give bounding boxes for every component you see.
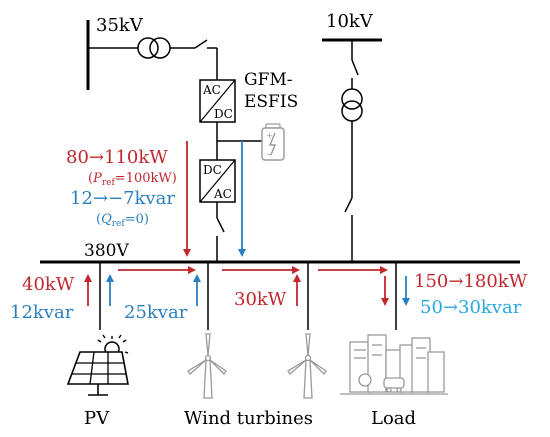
active-power-change: 80→110kW [66,147,168,168]
transformer-35kv [137,37,171,59]
hv-voltage-label: 35kV [96,15,144,36]
pv-active-label: 40kW [22,274,75,295]
ac-dc-converter: AC DC [199,79,236,123]
hv-switch [194,39,208,49]
svg-text:+: + [266,131,273,140]
solar-panel-icon [66,334,129,396]
device-label-line2: ESFIS [244,92,298,112]
mv-switch-bottom [344,197,353,213]
load-reactive-label: 50→30kvar [420,297,522,318]
conv1-dc-label: DC [214,107,233,121]
mv-voltage-label: 10kV [326,11,374,32]
conv2-ac-label: AC [213,187,232,201]
wind-turbine-icon-1 [187,333,227,399]
city-load-icon [340,334,448,395]
converter-switch [216,217,225,233]
wind-turbines-caption: Wind turbines [184,408,313,429]
load-active-label: 150→180kW [414,271,528,292]
pv-reactive-label: 12kvar [10,302,74,323]
conv1-ac-label: AC [202,83,221,97]
lv-voltage-label: 380V [84,241,129,261]
transformer-10kv [341,88,363,122]
wind-turbine-icon-2 [287,333,327,399]
wind-reactive-label: 25kvar [124,302,188,323]
battery-icon: + − [261,123,285,161]
q-ref-annotation: (Qref=0) [96,212,149,229]
wind-active-label: 30kW [234,289,287,310]
reactive-power-change: 12→−7kvar [70,188,175,209]
conv2-dc-label: DC [203,163,222,177]
mv-switch-top [351,59,359,76]
load-caption: Load [371,408,416,429]
dc-ac-converter: DC AC [199,159,236,203]
p-ref-annotation: (Pref=100kW) [88,171,177,188]
pv-caption: PV [84,408,110,429]
svg-text:−: − [266,150,273,159]
device-label-line1: GFM- [244,70,293,90]
